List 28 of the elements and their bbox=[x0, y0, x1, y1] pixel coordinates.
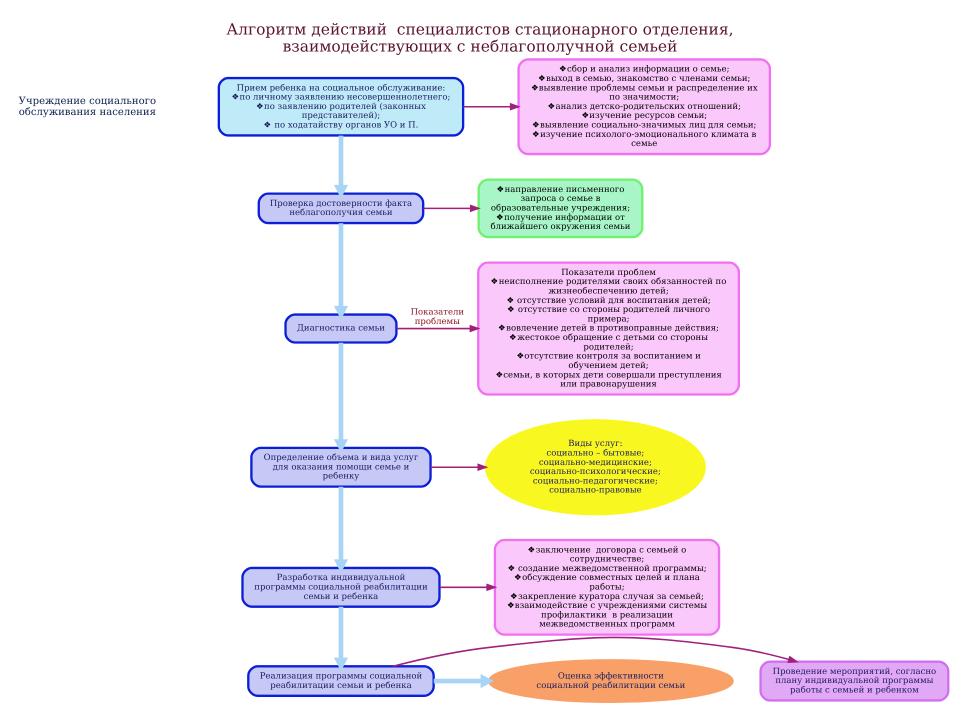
node-box: ❖заключение договора с семьей о сотрудничестве; ❖ создание межведомственной программы; ❖обсуждение совместных целей и плана работы; ❖закрепление куратора случая за семьей; ❖взаимодействие с учреждениями системы профилактики в реализации межведомственных программ bbox=[494, 538, 720, 636]
node-box: Определение объема и вида услуг для оказания помощи семье и ребенку bbox=[250, 446, 432, 488]
node-box: Диагностика семьи bbox=[284, 312, 398, 344]
node-box: Проведение мероприятий, согласно плану индивидуальной программы работы с семьей и ребенком bbox=[759, 660, 950, 702]
node-box: Проверка достоверности факта неблагополучия семьи bbox=[258, 192, 424, 224]
arrow bbox=[334, 342, 348, 452]
node-box: ❖направление письменного запроса о семье в образовательные учреждения; ❖получение информации от ближайшего окружения семьи bbox=[477, 178, 644, 238]
arrow bbox=[392, 636, 799, 667]
label: Учреждение социального обслуживания населения bbox=[18, 95, 156, 118]
node-ellipse: Виды услуг: социально – бытовые; социально-медицинские; социально-психологические; социально-педагогические; социально-правовые bbox=[484, 418, 706, 515]
node-box: Реализация программы социальной реабилитации семьи и ребенка bbox=[247, 664, 435, 696]
arrow bbox=[334, 486, 348, 572]
arrow bbox=[334, 606, 348, 671]
node-box: Разработка индивидуальной программы социальной реабилитации семьи и ребенка bbox=[241, 566, 441, 608]
node-box: Показатели проблем ❖неисполнение родителями своих обязанностей по жизнеобеспечению детей; ❖ отсутствие условий для воспитания детей; ❖ отсутствие со стороны родителей личного примера; ❖вовлечение детей в противоправные действия; ❖жестокое обращение с детьми со стороны родителей; ❖отсутствие контроля за воспитанием и обучением детей; ❖семьи, в которых дети совершали преступления или правонарушения bbox=[477, 260, 740, 396]
arrow bbox=[440, 583, 498, 591]
edge-label: Показатели проблемы bbox=[410, 306, 464, 326]
arrow bbox=[430, 462, 488, 471]
arrow bbox=[423, 204, 481, 212]
arrow bbox=[463, 102, 521, 110]
diagram-title: Алгоритм действий специалистов стационарного отделения, взаимодействующих с неблагополучной семьей bbox=[226, 20, 734, 56]
arrow bbox=[396, 324, 480, 332]
node-box: Прием ребенка на социальное обслуживание: ❖по личному заявлению несовершеннолетнего; ❖по заявлению родителей (законных представителей); ❖ по ходатайству органов УО и П. bbox=[218, 76, 464, 136]
arrow bbox=[434, 673, 494, 688]
arrow bbox=[334, 135, 348, 198]
node-box: ❖сбор и анализ информации о семье; ❖выход в семью, знакомство с членами семьи; ❖выявление проблемы семьи и распределение их по значимости; ❖анализ детско-родительских отношений; ❖изучение ресурсов семьи; ❖выявление социально-значимых лиц для семьи; ❖изучение психолого-эмоционального климата в семье bbox=[517, 58, 772, 155]
node-ellipse: Оценка эффективности социальной реабилитации семьи bbox=[488, 658, 734, 702]
arrow bbox=[334, 222, 348, 319]
